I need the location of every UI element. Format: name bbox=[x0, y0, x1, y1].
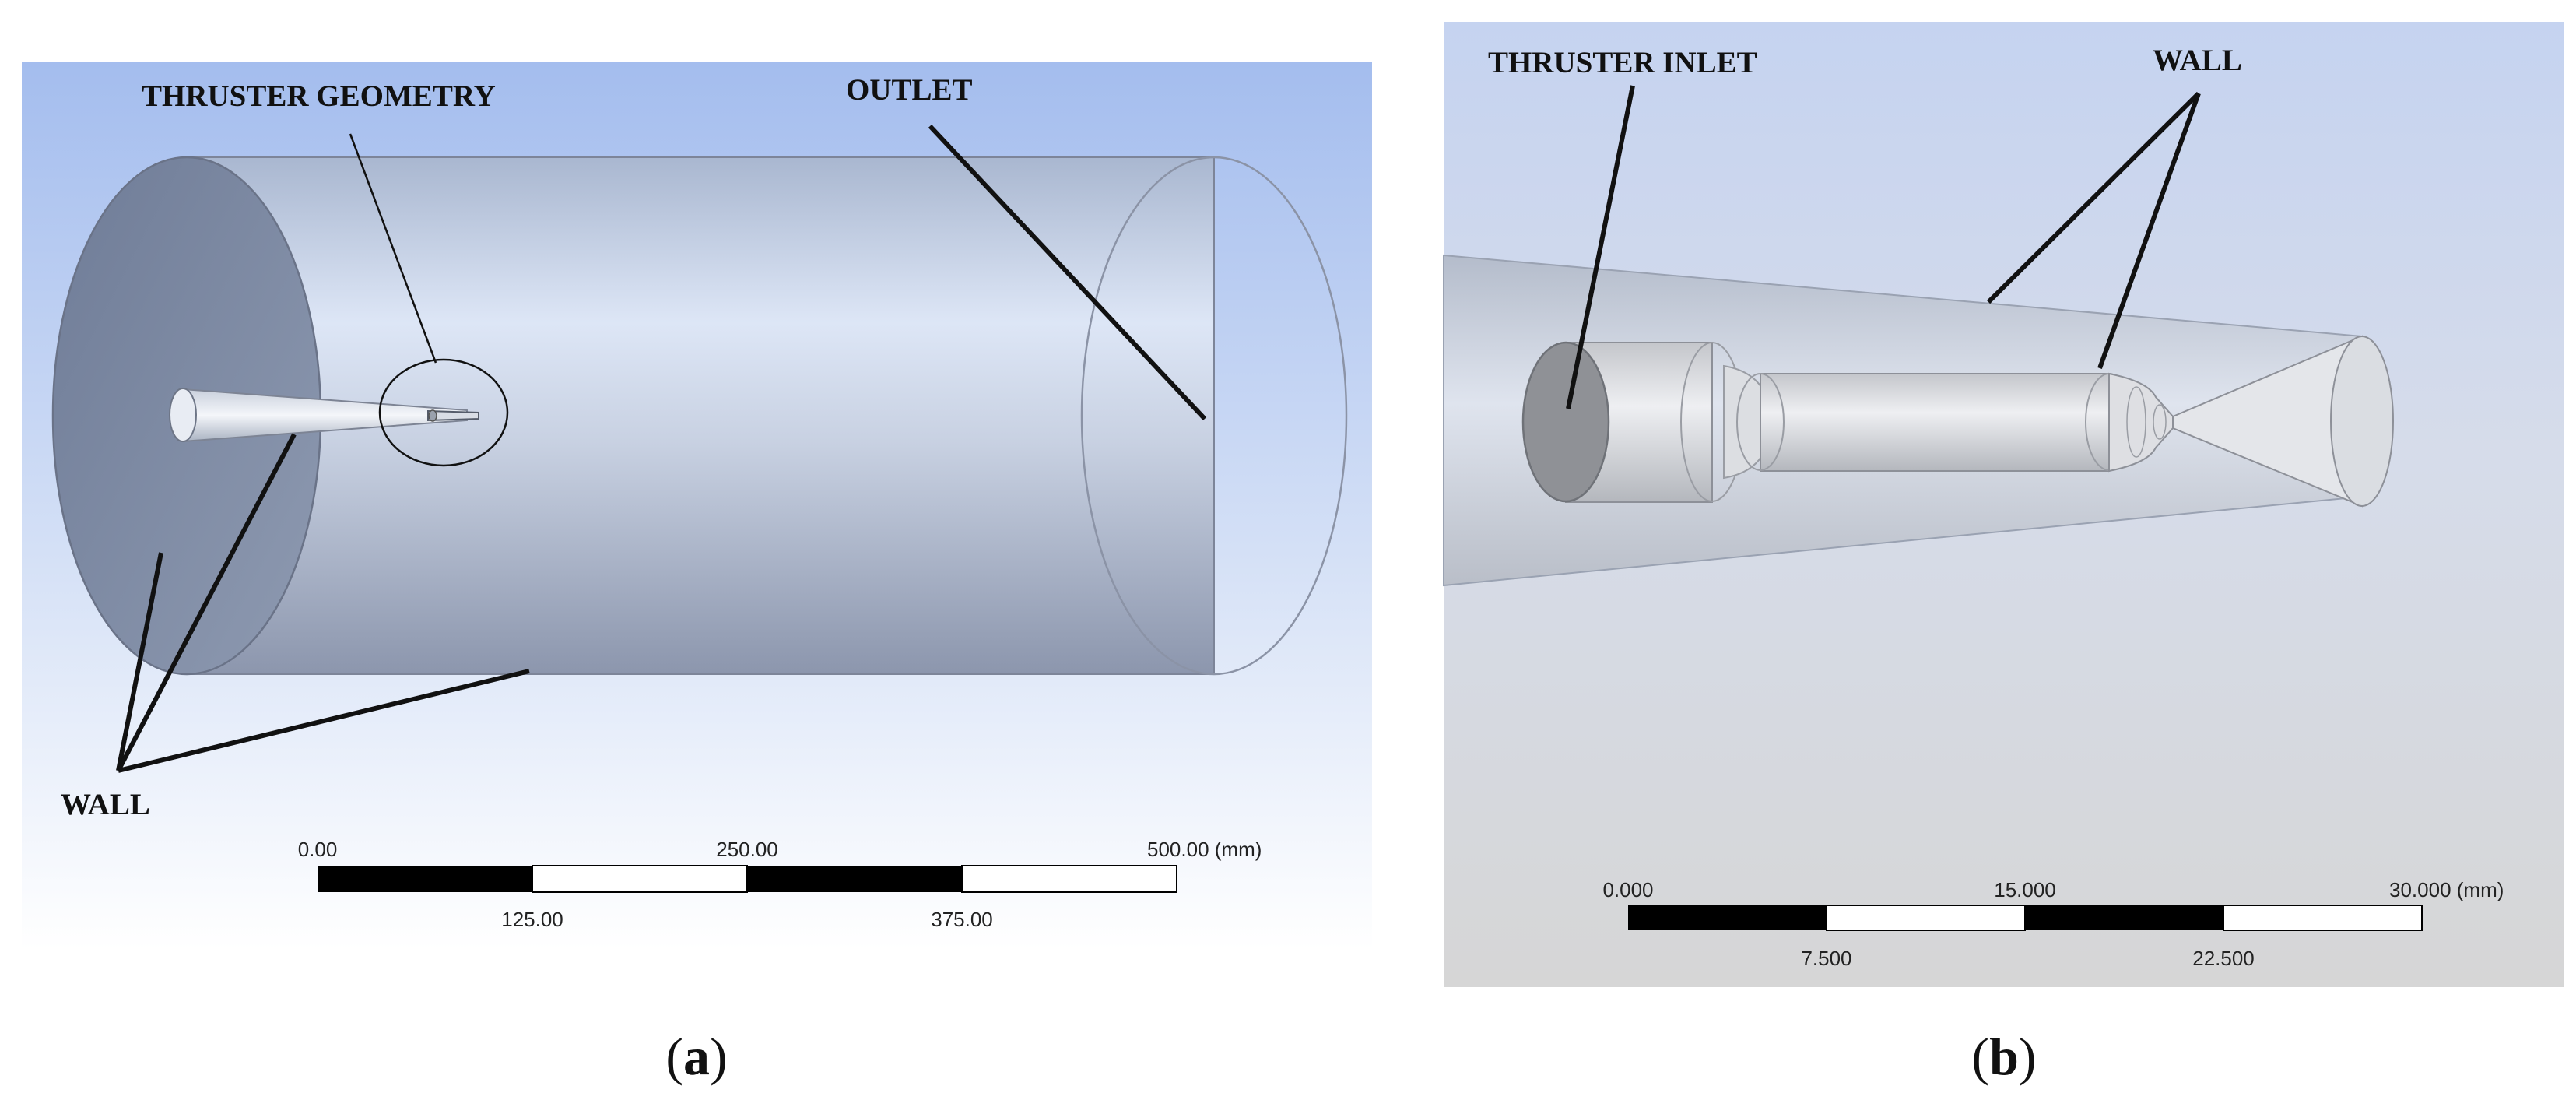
caption-a-close: ) bbox=[710, 1027, 728, 1086]
scale-tick-bottom: 375.00 bbox=[931, 908, 993, 931]
outlet-face bbox=[1080, 156, 1348, 676]
scale-tick-top: 500.00 (mm) bbox=[1147, 838, 1262, 861]
label-wall-b: WALL bbox=[2153, 44, 2242, 77]
scale-tick-bottom: 7.500 bbox=[1801, 947, 1851, 970]
scale-segment-4 bbox=[2223, 905, 2423, 931]
scale-segment-2 bbox=[1826, 905, 2026, 931]
label-outlet: OUTLET bbox=[846, 73, 973, 107]
label-thruster-inlet: THRUSTER INLET bbox=[1488, 46, 1757, 79]
thruster-chamber bbox=[1760, 373, 2110, 472]
panel-a: THRUSTER GEOMETRY OUTLET WALL 0.00 250.0… bbox=[22, 62, 1372, 1086]
caption-b: (b) bbox=[1971, 1027, 2036, 1086]
panel-b: THRUSTER INLET WALL 0.000 15.000 30.000 … bbox=[1443, 22, 2564, 1086]
thruster-cone-opening bbox=[169, 388, 197, 442]
label-wall: WALL bbox=[61, 788, 150, 821]
thruster-inlet-leader bbox=[1566, 85, 1635, 409]
throat-ring bbox=[2153, 404, 2167, 440]
wall-leader-cone bbox=[116, 433, 297, 772]
scale-tick-top: 250.00 bbox=[716, 838, 778, 861]
wall-leader-chamber bbox=[2097, 92, 2201, 370]
thruster-geometry-highlight bbox=[378, 358, 509, 467]
caption-b-open: ( bbox=[1971, 1027, 1989, 1086]
caption-a-letter: a bbox=[683, 1027, 710, 1086]
outlet-leader bbox=[928, 124, 1207, 421]
wall-leader-cap bbox=[116, 552, 163, 771]
scale-segment-1 bbox=[318, 866, 532, 892]
nozzle-ring bbox=[2126, 386, 2146, 458]
thruster-part-inlet bbox=[428, 409, 437, 422]
scale-segment-2 bbox=[532, 865, 748, 893]
thruster-part bbox=[427, 409, 479, 422]
thruster-geometry-leader bbox=[349, 133, 437, 364]
scale-bar-a: 0.00 250.00 500.00 (mm) 125.00 375.00 bbox=[298, 838, 1262, 931]
nozzle-exit bbox=[2330, 336, 2394, 507]
scale-tick-top: 30.000 (mm) bbox=[2389, 878, 2504, 901]
wall-leader-funnel bbox=[1986, 91, 2201, 304]
scale-tick-top: 0.00 bbox=[298, 838, 338, 861]
scale-tick-top: 15.000 bbox=[1994, 878, 2056, 901]
wall-leader-body bbox=[118, 669, 530, 773]
caption-b-close: ) bbox=[2019, 1027, 2037, 1086]
scale-segment-3 bbox=[2025, 905, 2223, 930]
caption-a-open: ( bbox=[665, 1027, 683, 1086]
scale-bar-b: 0.000 15.000 30.000 (mm) 7.500 22.500 bbox=[1602, 878, 2504, 970]
scale-tick-bottom: 22.500 bbox=[2192, 947, 2255, 970]
caption-b-letter: b bbox=[1989, 1027, 2019, 1086]
chamber-rim-front bbox=[1736, 373, 1785, 471]
caption-a: (a) bbox=[665, 1027, 727, 1086]
scale-segment-1 bbox=[1628, 905, 1827, 930]
label-thruster-geometry: THRUSTER GEOMETRY bbox=[142, 79, 496, 113]
scale-tick-bottom: 125.00 bbox=[501, 908, 563, 931]
scale-segment-3 bbox=[747, 866, 962, 892]
scale-tick-top: 0.000 bbox=[1602, 878, 1653, 901]
thruster-inlet-face bbox=[1521, 341, 1610, 503]
scale-segment-4 bbox=[961, 865, 1177, 893]
